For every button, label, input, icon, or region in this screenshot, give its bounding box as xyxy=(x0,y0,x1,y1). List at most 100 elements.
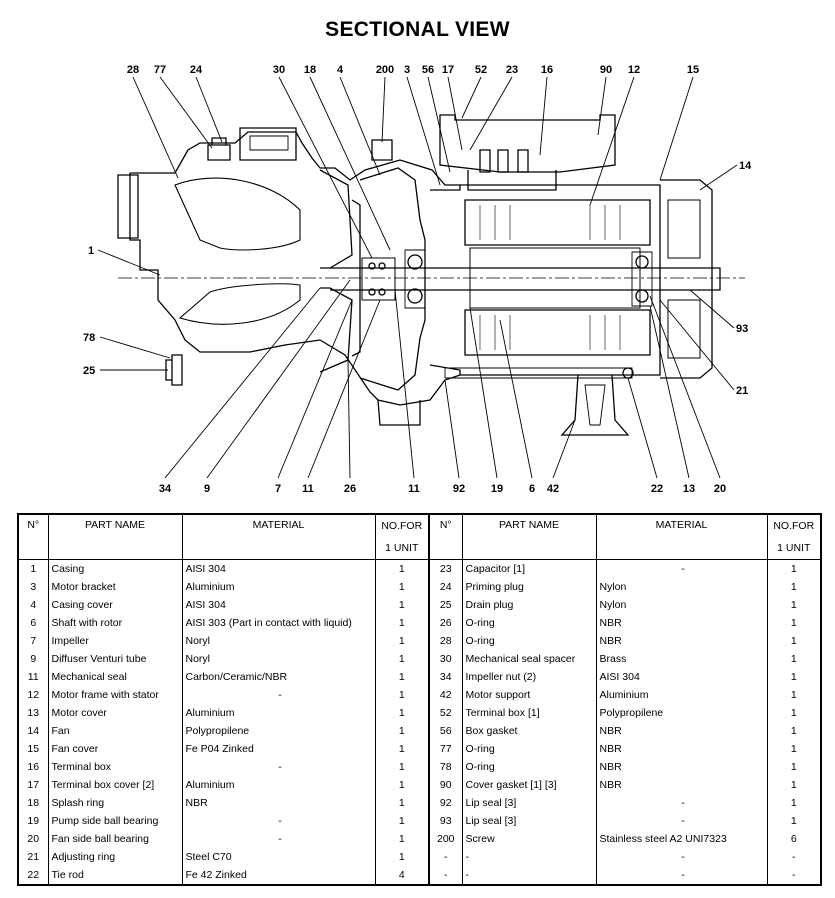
part-number: 12 xyxy=(17,686,48,704)
part-name: Impeller xyxy=(47,632,182,650)
callout-label: 9 xyxy=(204,483,210,495)
part-name: Drain plug xyxy=(461,596,596,614)
part-quantity: 1 xyxy=(374,559,429,578)
part-number: 15 xyxy=(17,740,48,758)
callout-label: 1 xyxy=(88,245,94,257)
part-quantity: 1 xyxy=(766,776,821,794)
part-number: 4 xyxy=(17,596,48,614)
part-name: O-ring xyxy=(461,614,596,632)
header-no: N° xyxy=(17,514,48,560)
part-material: - xyxy=(181,758,375,776)
part-number: 93 xyxy=(428,812,462,830)
header-material: MATERIAL xyxy=(181,514,375,560)
callout-label: 11 xyxy=(408,483,420,495)
part-name: O-ring xyxy=(461,740,596,758)
part-number: 42 xyxy=(428,686,462,704)
part-quantity: 6 xyxy=(766,830,821,848)
part-number: 1 xyxy=(17,559,48,578)
part-number: 30 xyxy=(428,650,462,668)
part-name: Motor frame with stator xyxy=(47,686,182,704)
part-material: Steel C70 xyxy=(181,848,375,866)
callout-labels: 28 77 24 30 18 4 200 3 56 17 52 23 16 90… xyxy=(83,64,752,495)
part-material: Polypropilene xyxy=(595,704,767,722)
part-quantity: 1 xyxy=(374,794,429,812)
part-material: AISI 304 xyxy=(181,559,375,578)
part-quantity: 1 xyxy=(374,740,429,758)
pump-drawing xyxy=(117,114,745,436)
part-name: Motor cover xyxy=(47,704,182,722)
part-number: 22 xyxy=(17,866,48,885)
callout-label: 92 xyxy=(453,483,465,495)
callout-label: 21 xyxy=(736,385,748,397)
part-name: Casing cover xyxy=(47,596,182,614)
part-name: - xyxy=(461,848,596,866)
part-name: Priming plug xyxy=(461,578,596,596)
part-material: NBR xyxy=(595,722,767,740)
part-material: Fe P04 Zinked xyxy=(181,740,375,758)
part-name: - xyxy=(461,866,596,885)
part-quantity: 1 xyxy=(374,758,429,776)
part-name: Motor bracket xyxy=(47,578,182,596)
part-name: Impeller nut (2) xyxy=(461,668,596,686)
part-quantity: 1 xyxy=(374,578,429,596)
part-name: Box gasket xyxy=(461,722,596,740)
part-quantity: 1 xyxy=(766,596,821,614)
part-material: Aluminium xyxy=(181,704,375,722)
part-material: AISI 303 (Part in contact with liquid) xyxy=(181,614,375,632)
part-number: 18 xyxy=(17,794,48,812)
callout-label: 23 xyxy=(506,64,518,76)
part-material: NBR xyxy=(181,794,375,812)
part-number: 6 xyxy=(17,614,48,632)
part-material: - xyxy=(595,866,767,885)
part-quantity: 1 xyxy=(374,812,429,830)
part-number: 3 xyxy=(17,578,48,596)
part-number: 77 xyxy=(428,740,462,758)
part-name: Mechanical seal spacer xyxy=(461,650,596,668)
part-quantity: 1 xyxy=(766,740,821,758)
part-material: Stainless steel A2 UNI7323 xyxy=(595,830,767,848)
part-name: Splash ring xyxy=(47,794,182,812)
part-name: Cover gasket [1] [3] xyxy=(461,776,596,794)
callout-label: 7 xyxy=(275,483,281,495)
callout-label: 30 xyxy=(273,64,285,76)
part-material: Nylon xyxy=(595,596,767,614)
parts-table: N° PART NAME MATERIAL NO.FOR N° PART NAM… xyxy=(17,513,822,886)
part-quantity: 1 xyxy=(374,596,429,614)
part-name: Pump side ball bearing xyxy=(47,812,182,830)
part-material: NBR xyxy=(595,776,767,794)
callout-label: 14 xyxy=(739,160,752,172)
part-name: Fan xyxy=(47,722,182,740)
header-qty-line1: NO.FOR xyxy=(766,514,821,537)
part-quantity: 1 xyxy=(766,704,821,722)
part-quantity: 1 xyxy=(766,578,821,596)
page-title: SECTIONAL VIEW xyxy=(325,18,510,41)
part-quantity: 1 xyxy=(766,614,821,632)
part-material: - xyxy=(595,794,767,812)
callout-label: 16 xyxy=(541,64,553,76)
part-material: Noryl xyxy=(181,650,375,668)
part-material: NBR xyxy=(595,632,767,650)
part-quantity: 1 xyxy=(766,686,821,704)
part-number: 7 xyxy=(17,632,48,650)
callout-label: 22 xyxy=(651,483,663,495)
part-material: Aluminium xyxy=(595,686,767,704)
part-number: 78 xyxy=(428,758,462,776)
part-quantity: 1 xyxy=(374,704,429,722)
part-number: 56 xyxy=(428,722,462,740)
part-name: Fan cover xyxy=(47,740,182,758)
callout-label: 12 xyxy=(628,64,640,76)
callout-label: 3 xyxy=(404,64,410,76)
callout-label: 93 xyxy=(736,323,748,335)
part-number: 25 xyxy=(428,596,462,614)
callout-label: 6 xyxy=(529,483,535,495)
part-name: Lip seal [3] xyxy=(461,794,596,812)
part-quantity: 1 xyxy=(374,668,429,686)
